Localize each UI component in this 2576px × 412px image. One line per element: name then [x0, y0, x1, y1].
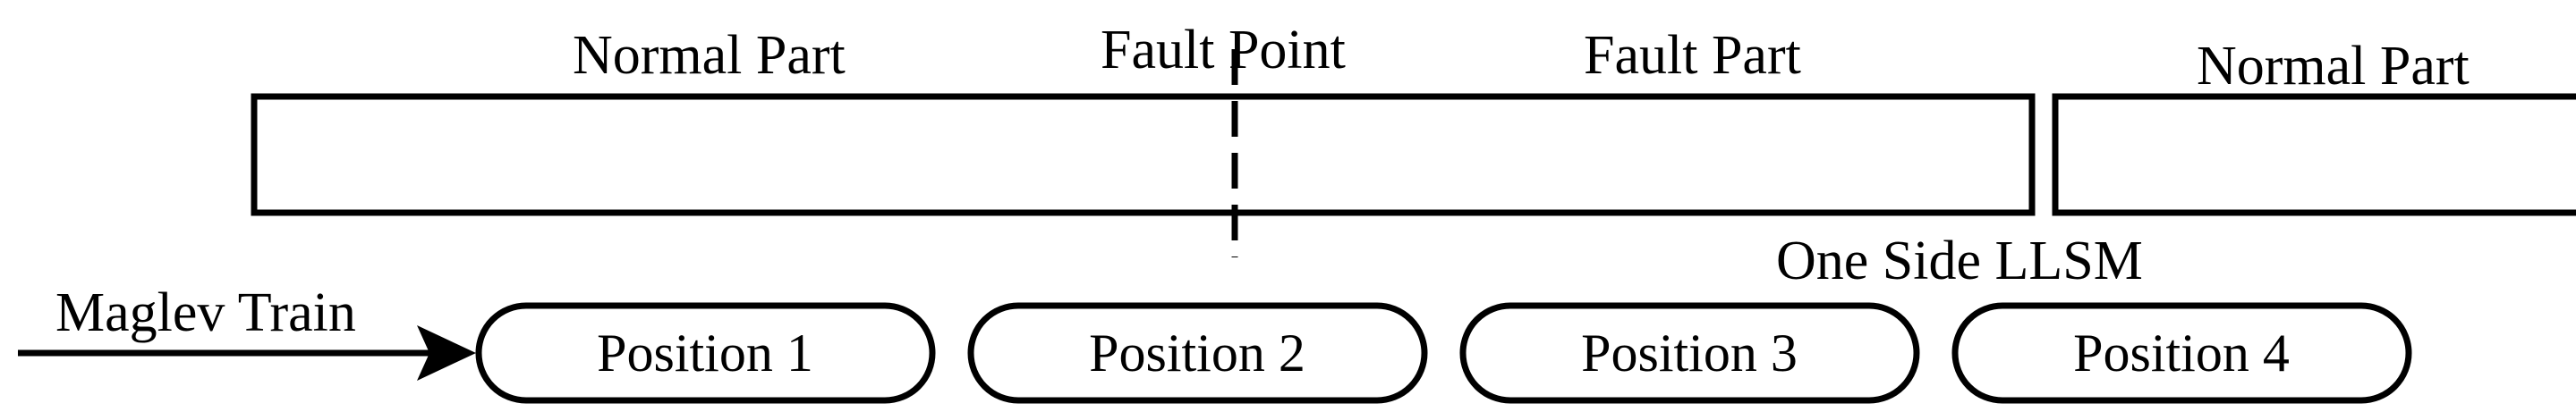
- one-side-llsm-label: One Side LLSM: [1776, 231, 2143, 291]
- normal-part-right-label: Normal Part: [2197, 36, 2470, 97]
- position-2-capsule: [967, 302, 1428, 404]
- position-1-label: Position 1: [597, 324, 813, 383]
- position-3-label: Position 3: [1581, 324, 1798, 383]
- llsm-segment-right: [2052, 93, 2576, 216]
- normal-part-left-label: Normal Part: [573, 25, 846, 86]
- position-3-capsule: [1459, 302, 1920, 404]
- fault-point-label: Fault Point: [1101, 20, 1346, 80]
- fault-part-label: Fault Part: [1584, 25, 1801, 86]
- position-3: Position 3: [1459, 302, 1920, 404]
- position-4-capsule: [1951, 302, 2412, 404]
- train-direction-arrow-head-icon: [417, 325, 476, 381]
- llsm-segment-left: [251, 93, 2036, 216]
- position-2-label: Position 2: [1089, 324, 1305, 383]
- maglev-train-label: Maglev Train: [55, 282, 356, 343]
- position-4: Position 4: [1951, 302, 2412, 404]
- position-1: Position 1: [475, 302, 936, 404]
- position-1-capsule: [475, 302, 936, 404]
- position-2: Position 2: [967, 302, 1428, 404]
- position-4-label: Position 4: [2073, 324, 2290, 383]
